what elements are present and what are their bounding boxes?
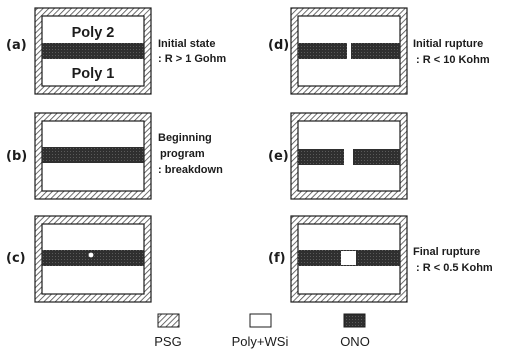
panel-b: (b) Beginning program : breakdown — [6, 112, 223, 200]
panel-label: (e) — [268, 149, 289, 164]
legend-item-ono: ONO — [340, 313, 370, 349]
ono-layer — [42, 250, 144, 266]
rupture-channel — [344, 149, 353, 165]
poly-wsi-swatch — [249, 313, 272, 328]
rupture-channel — [347, 43, 351, 59]
caption-line-1: Final rupture — [413, 246, 480, 258]
capacitor-cross-section — [290, 215, 408, 303]
caption-line-1: Initial state — [158, 38, 215, 50]
ono-layer — [42, 147, 144, 163]
legend-item-poly-wsi: Poly+WSi — [232, 313, 289, 349]
capacitor-cross-section — [290, 7, 408, 95]
panel-label: (f) — [268, 251, 286, 266]
rupture-point — [88, 252, 94, 258]
legend-label: ONO — [340, 334, 370, 349]
panel-label: (d) — [268, 38, 289, 53]
panel-label: (c) — [6, 251, 26, 266]
legend-item-psg: PSG — [154, 313, 182, 349]
caption-line-1: Initial rupture — [413, 38, 483, 50]
caption-line-2: : R < 10 Kohm — [416, 54, 490, 66]
capacitor-cross-section — [34, 112, 152, 200]
caption-line-3: : breakdown — [158, 164, 223, 176]
ono-layer — [42, 43, 144, 59]
panel-label: (a) — [6, 38, 27, 53]
caption-line-2: program — [160, 148, 205, 160]
capacitor-cross-section: Poly 2 Poly 1 — [34, 7, 152, 95]
poly-2-label: Poly 2 — [72, 25, 115, 41]
caption-line-1: Beginning — [158, 132, 212, 144]
panel-d: (d) Initial rupture : R < 10 Kohm — [268, 7, 490, 95]
legend: PSG Poly+WSi ONO — [154, 313, 370, 349]
capacitor-cross-section — [290, 112, 408, 200]
rupture-channel — [341, 251, 356, 265]
panel-label: (b) — [6, 149, 27, 164]
panel-f: (f) Final rupture : R < 0.5 Kohm — [268, 215, 493, 303]
caption-line-2: : R > 1 Gohm — [158, 53, 226, 65]
ono-swatch — [343, 313, 366, 328]
legend-label: PSG — [154, 334, 181, 349]
psg-swatch — [157, 313, 180, 328]
capacitor-cross-section — [34, 215, 152, 303]
legend-label: Poly+WSi — [232, 334, 289, 349]
poly-1-label: Poly 1 — [72, 66, 115, 82]
panel-a: (a) Poly 2 Poly 1 Initial state : R > 1 … — [6, 7, 226, 95]
caption-line-2: : R < 0.5 Kohm — [416, 262, 493, 274]
panel-e: (e) — [268, 112, 408, 200]
panel-c: (c) — [6, 215, 152, 303]
